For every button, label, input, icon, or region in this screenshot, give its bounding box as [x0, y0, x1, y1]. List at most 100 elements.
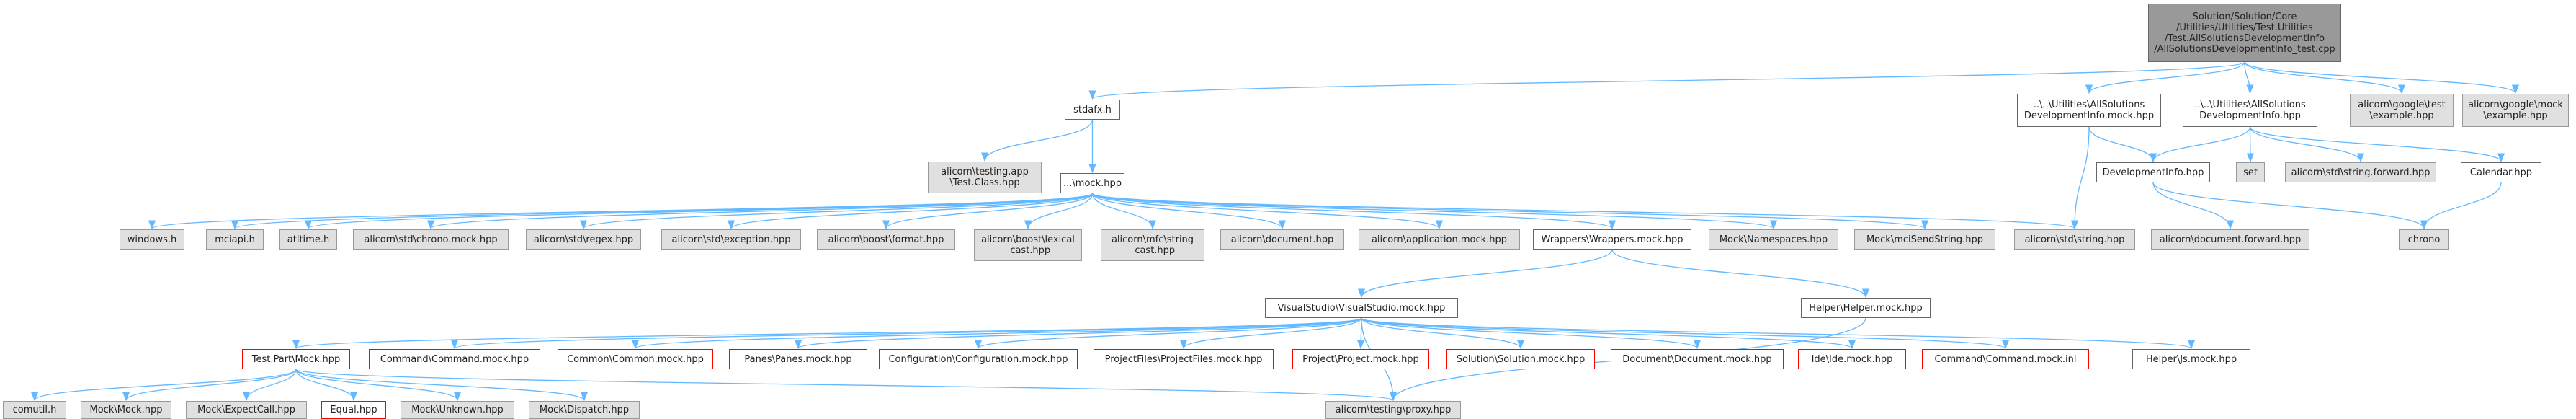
node-command-mock[interactable]: Command\Command.mock.hpp: [369, 349, 540, 369]
node-command-mock-inl[interactable]: Command\Command.mock.inl: [1922, 349, 2089, 369]
node-mciapi-h[interactable]: mciapi.h: [206, 229, 264, 250]
edge-mock-to-mciapi: [231, 193, 1094, 230]
node-mfc-string-cast[interactable]: alicorn\mfc\string _cast.hpp: [1101, 229, 1204, 261]
node-allsolutions-devinfo-mock[interactable]: ..\..\Utilities\AllSolutions Development…: [2017, 94, 2161, 127]
edge-vs_mock-to-config_mock: [975, 317, 1362, 350]
node-expect-call[interactable]: Mock\ExpectCall.hpp: [186, 401, 307, 419]
edge-as_dev_info-to-development_info: [2149, 126, 2251, 163]
node-mock-namespaces[interactable]: Mock\Namespaces.hpp: [1709, 229, 1838, 250]
node-calendar[interactable]: Calendar.hpp: [2461, 162, 2541, 182]
node-chrono-mock[interactable]: alicorn\std\chrono.mock.hpp: [353, 229, 509, 250]
edge-root-to-as_dev_info_mock: [2085, 61, 2245, 94]
edge-mock-to-boost_format: [882, 193, 1094, 230]
edge-vs_mock-to-ide_mock: [1361, 317, 1856, 350]
edge-root-to-google_mock: [2244, 61, 2519, 94]
edge-as_dev_info-to-set: [2246, 126, 2255, 163]
edge-development_info-to-chrono: [2152, 182, 2428, 230]
node-boost-lexical-cast[interactable]: alicorn\boost\lexical _cast.hpp: [974, 229, 1082, 261]
node-mock-hpp[interactable]: ...\mock.hpp: [1060, 173, 1124, 193]
edge-mock-to-exception: [728, 193, 1094, 230]
edge-testpart_mock-to-unknown: [295, 369, 462, 402]
node-ide-mock[interactable]: Ide\Ide.mock.hpp: [1798, 349, 1906, 369]
edge-mock-to-application_mock: [1091, 193, 1443, 230]
edge-vs_mock-to-testpart_mock: [292, 317, 1362, 350]
edge-testpart_mock-to-expect_call: [242, 369, 297, 402]
node-helper-js-mock[interactable]: Helper\Js.mock.hpp: [2132, 349, 2250, 369]
node-mock-mock[interactable]: Mock\Mock.hpp: [81, 401, 171, 419]
edge-mock-to-regex: [580, 193, 1094, 230]
node-equal[interactable]: Equal.hpp: [321, 401, 386, 419]
node-stdafx[interactable]: stdafx.h: [1065, 100, 1120, 120]
node-boost-format[interactable]: alicorn\boost\format.hpp: [817, 229, 955, 250]
node-projectfiles-mock[interactable]: ProjectFiles\ProjectFiles.mock.hpp: [1094, 349, 1274, 369]
edge-mock-to-mfc_string: [1091, 193, 1157, 230]
node-application-mock[interactable]: alicorn\application.mock.hpp: [1359, 229, 1520, 250]
node-regex[interactable]: alicorn\std\regex.hpp: [526, 229, 641, 250]
node-string-forward[interactable]: alicorn\std\string.forward.hpp: [2285, 162, 2436, 182]
edge-root-to-as_dev_info: [2244, 61, 2254, 94]
node-common-mock[interactable]: Common\Common.mock.hpp: [558, 349, 713, 369]
node-windows-h[interactable]: windows.h: [120, 229, 184, 250]
node-testing-proxy[interactable]: alicorn\testing\proxy.hpp: [1325, 401, 1461, 419]
node-google-test[interactable]: alicorn\google\test \example.hpp: [2350, 94, 2454, 127]
node-exception[interactable]: alicorn\std\exception.hpp: [661, 229, 801, 250]
edge-mock-to-atltime: [305, 193, 1094, 230]
edge-testpart_mock-to-comutil: [31, 369, 297, 402]
node-visualstudio-mock[interactable]: VisualStudio\VisualStudio.mock.hpp: [1265, 298, 1458, 318]
node-document[interactable]: alicorn\document.hpp: [1220, 229, 1344, 250]
edge-mock-to-boost_lexical: [1024, 193, 1094, 230]
edge-calendar-to-chrono: [2420, 182, 2502, 230]
node-configuration-mock[interactable]: Configuration\Configuration.mock.hpp: [879, 349, 1078, 369]
edge-vs_mock-to-helper_js: [1361, 317, 2195, 350]
edge-development_info-to-document_forward: [2152, 182, 2235, 230]
node-wrappers-mock[interactable]: Wrappers\Wrappers.mock.hpp: [1533, 229, 1691, 250]
node-panes-mock[interactable]: Panes\Panes.mock.hpp: [729, 349, 867, 369]
node-document-mock[interactable]: Document\Document.mock.hpp: [1611, 349, 1784, 369]
node-helper-mock[interactable]: Helper\Helper.mock.hpp: [1801, 298, 1931, 318]
edge-mock-to-windows: [148, 193, 1094, 230]
edge-as_dev_info-to-calendar: [2249, 126, 2505, 163]
node-mock-dispatch[interactable]: Mock\Dispatch.hpp: [529, 401, 640, 419]
edge-testpart_mock-to-dispatch: [295, 369, 588, 402]
node-std-string[interactable]: alicorn\std\string.hpp: [2014, 229, 2135, 250]
edge-mock-to-mock_namespaces: [1091, 193, 1777, 230]
node-solution-mock[interactable]: Solution\Solution.mock.hpp: [1446, 349, 1595, 369]
node-document-forward[interactable]: alicorn\document.forward.hpp: [2151, 229, 2309, 250]
node-mci-send-string[interactable]: Mock\mciSendString.hpp: [1854, 229, 1995, 250]
node-allsolutions-devinfo[interactable]: ..\..\Utilities\AllSolutions Development…: [2183, 94, 2317, 127]
node-root-test-file[interactable]: Solution/Solution/Core /Utilities/Utilit…: [2148, 4, 2341, 62]
edge-mock-to-document: [1091, 193, 1287, 230]
edge-mock-to-wrappers_mock: [1091, 193, 1616, 230]
node-set[interactable]: set: [2236, 162, 2265, 182]
edge-root-to-google_test: [2244, 61, 2406, 94]
edge-vs_mock-to-projectfiles_mock: [1179, 317, 1362, 350]
edge-mock-to-chrono_mock: [427, 193, 1094, 230]
edge-wrappers_mock-to-helper_mock: [1611, 249, 1870, 299]
edge-as_dev_info_mock-to-development_info: [2088, 126, 2157, 163]
edge-testpart_mock-to-testing_proxy: [295, 369, 1397, 402]
node-testpart-mock[interactable]: Test.Part\Mock.hpp: [242, 349, 350, 369]
edge-as_dev_info_mock-to-std_string: [2070, 126, 2090, 230]
node-atltime-h[interactable]: atltime.h: [279, 229, 337, 250]
edge-as_dev_info-to-string_forward: [2249, 126, 2365, 163]
node-google-mock[interactable]: alicorn\google\mock \example.hpp: [2462, 94, 2569, 127]
edge-testpart_mock-to-equal: [295, 369, 358, 402]
node-project-mock[interactable]: Project\Project.mock.hpp: [1292, 349, 1429, 369]
edge-vs_mock-to-panes_mock: [795, 317, 1362, 350]
node-chrono[interactable]: chrono: [2399, 229, 2449, 250]
edge-vs_mock-to-command_mock: [451, 317, 1362, 350]
edge-vs_mock-to-command_mock_inl: [1361, 317, 2009, 350]
node-development-info[interactable]: DevelopmentInfo.hpp: [2096, 162, 2210, 182]
edge-stdafx-to-testing_app: [980, 119, 1094, 162]
edge-vs_mock-to-common_mock: [632, 317, 1362, 350]
edge-mock-to-mci_send_string: [1091, 193, 1928, 230]
node-mock-unknown[interactable]: Mock\Unknown.hpp: [401, 401, 514, 419]
node-testing-app[interactable]: alicorn\testing.app \Test.Class.hpp: [928, 162, 1042, 193]
edge-vs_mock-to-solution_mock: [1361, 317, 1525, 350]
edge-mock-to-std_string: [1091, 193, 2078, 230]
node-comutil-h[interactable]: comutil.h: [3, 401, 66, 419]
edge-testpart_mock-to-mock_mock: [122, 369, 297, 402]
edge-root-to-stdafx: [1089, 61, 2245, 100]
